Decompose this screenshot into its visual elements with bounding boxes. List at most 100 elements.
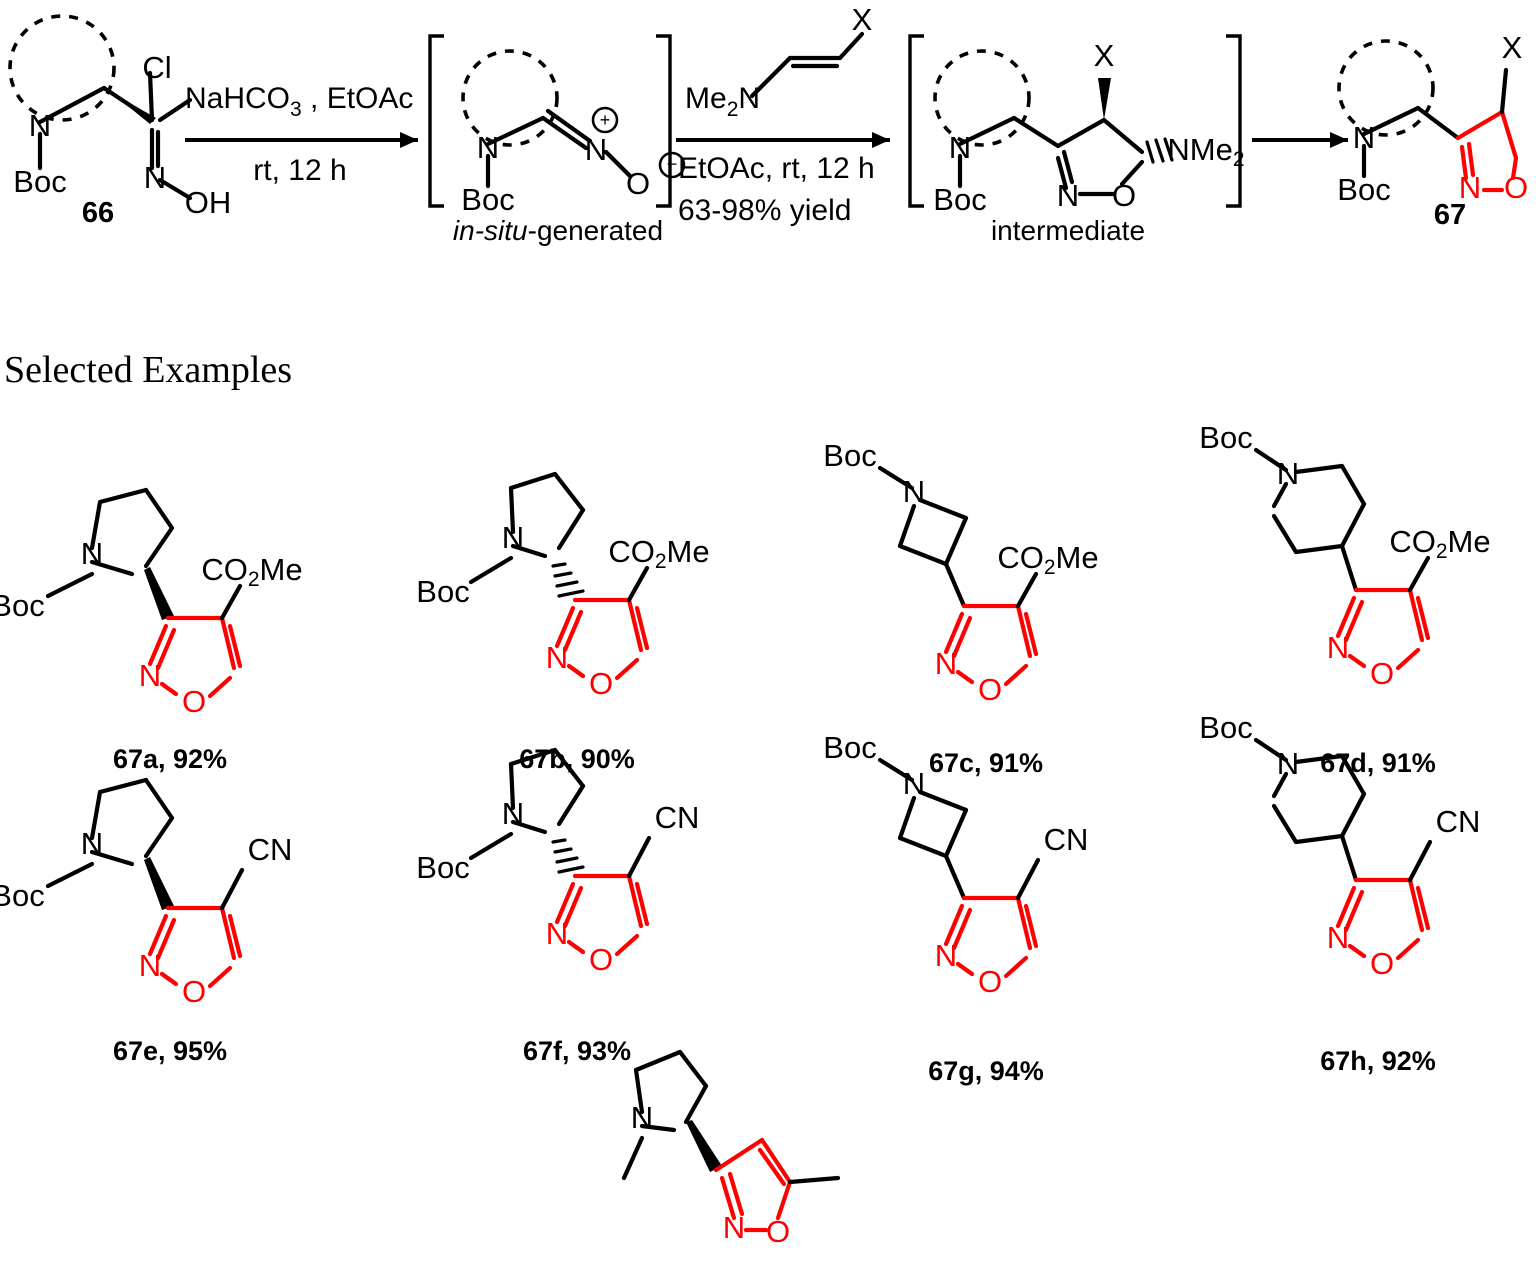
example-label-67i: 67i, 55% bbox=[675, 1268, 782, 1270]
substituent-67g: CN bbox=[1044, 822, 1089, 857]
atom-boc-66: Boc bbox=[13, 164, 66, 199]
atom-x-67: X bbox=[1502, 30, 1523, 65]
atom-oh-66: OH bbox=[185, 185, 232, 220]
atom-boc-67d: Boc bbox=[1199, 420, 1252, 455]
atom-boc-67e: Boc bbox=[0, 878, 45, 913]
atom-o-ring-int2: O bbox=[1112, 178, 1136, 213]
substituent-67a: CO2Me bbox=[201, 552, 302, 590]
atom-n-67b: N bbox=[502, 520, 524, 555]
atom-n-67c: N bbox=[903, 474, 925, 509]
conditions-step1-bottom: rt, 12 h bbox=[253, 154, 346, 187]
isoxazole-67e: N O bbox=[139, 905, 243, 1009]
substituent-67c: CO2Me bbox=[997, 540, 1098, 578]
reaction-scheme: N Boc Cl N OH 66 NaHCO3 , EtOAc rt, 12 h… bbox=[0, 0, 1536, 270]
atom-n-isoxazole-67f: N bbox=[546, 916, 568, 951]
atom-n-int1: N bbox=[477, 130, 499, 165]
reaction-arrow-3 bbox=[1252, 132, 1348, 148]
atom-n-isoxazole-67h: N bbox=[1327, 920, 1349, 955]
piperidine-ring-67h bbox=[1271, 753, 1367, 845]
isoxazole-67i: N O bbox=[713, 1137, 793, 1249]
atom-n-isoxazole-67c: N bbox=[935, 646, 957, 681]
atom-nme2-int2: NMe2 bbox=[1167, 132, 1244, 170]
generic-ring-dashed-4 bbox=[1337, 39, 1435, 137]
atom-boc-67h: Boc bbox=[1199, 710, 1252, 745]
example-label-67f: 67f, 93% bbox=[523, 1036, 631, 1066]
substituent-67b: CO2Me bbox=[608, 534, 709, 572]
atom-x-reagent: X bbox=[852, 2, 873, 37]
substituent-67e: CN bbox=[248, 832, 293, 867]
wedge-stereo-67e bbox=[144, 857, 174, 910]
example-67e: N Boc N O CN 67e, 95% bbox=[0, 777, 293, 1066]
pyrrolidine-ring-67f bbox=[508, 747, 586, 835]
atom-n-int2: N bbox=[949, 130, 971, 165]
atom-boc-67g: Boc bbox=[823, 730, 876, 765]
atom-n-isoxazole-67i: N bbox=[723, 1210, 745, 1245]
caption-intermediate: intermediate bbox=[991, 215, 1145, 246]
atom-n-66: N bbox=[29, 108, 51, 143]
isoxazole-67f: N O bbox=[546, 873, 650, 977]
atom-o-isoxazole-67f: O bbox=[589, 942, 613, 977]
structure-67: N Boc X N O 67 bbox=[1337, 30, 1528, 231]
azetidine-ring-67c bbox=[897, 497, 969, 567]
atom-o-isoxazole-67b: O bbox=[589, 666, 613, 701]
bracket-left-1 bbox=[428, 34, 444, 208]
atom-n-67e: N bbox=[81, 826, 103, 861]
caption-in-situ: in-situ-generated bbox=[453, 215, 663, 246]
substituent-67h: CN bbox=[1436, 804, 1481, 839]
substituent-67d: CO2Me bbox=[1389, 524, 1490, 562]
example-67f: N Boc N O CN 67f, 93% bbox=[416, 747, 699, 1066]
atom-boc-int2: Boc bbox=[933, 182, 986, 217]
charge-minus: − bbox=[667, 154, 678, 174]
structure-intermediate: N Boc X N O NMe2 intermediate bbox=[908, 34, 1245, 246]
pyrrolidine-ring-67i bbox=[633, 1049, 709, 1133]
generic-ring-dashed-3 bbox=[933, 49, 1031, 147]
example-67b: N Boc N O CO2Me 67b, 90% bbox=[416, 471, 710, 774]
atom-n-ring-int2: N bbox=[1057, 178, 1079, 213]
azetidine-ring-67g bbox=[897, 789, 969, 859]
example-67i: N N O 67i, 55% bbox=[621, 1049, 841, 1270]
atom-boc-67: Boc bbox=[1337, 172, 1390, 207]
atom-n-ring-67: N bbox=[1459, 170, 1481, 205]
isoxazole-67b: N O bbox=[546, 597, 650, 701]
example-label-67c: 67c, 91% bbox=[929, 748, 1043, 778]
atom-x-int2: X bbox=[1094, 38, 1115, 73]
hash-stereo-67b bbox=[551, 562, 585, 598]
atom-n-isoxazole-67e: N bbox=[139, 948, 161, 983]
atom-cl-66: Cl bbox=[142, 50, 171, 85]
bracket-left-2 bbox=[908, 34, 924, 208]
atom-n-67: N bbox=[1353, 120, 1375, 155]
atom-boc-67a: Boc bbox=[0, 588, 45, 623]
atom-boc-67b: Boc bbox=[416, 574, 469, 609]
charge-plus: + bbox=[600, 110, 611, 130]
atom-n-isoxazole-67g: N bbox=[935, 938, 957, 973]
atom-n-67d: N bbox=[1277, 456, 1299, 491]
isoxazole-67c: N O bbox=[935, 603, 1039, 707]
example-label-67e: 67e, 95% bbox=[113, 1036, 227, 1066]
pyrrolidine-ring-67e bbox=[89, 777, 175, 867]
isoxazole-67a: N O bbox=[139, 615, 243, 719]
atom-o-nitrile-oxide: O bbox=[626, 166, 650, 201]
label-compound-67: 67 bbox=[1434, 199, 1466, 231]
atom-o-isoxazole-67i: O bbox=[766, 1214, 790, 1249]
conditions-step1-top: NaHCO3 , EtOAc bbox=[185, 82, 413, 121]
atom-boc-67c: Boc bbox=[823, 438, 876, 473]
isoxazole-67d: N O bbox=[1327, 587, 1431, 691]
example-label-67a: 67a, 92% bbox=[113, 744, 227, 774]
structure-in-situ-generated: N Boc N O + − in-situ-generated bbox=[428, 34, 686, 246]
atom-n-oxime-66: N bbox=[144, 160, 166, 195]
atom-o-isoxazole-67g: O bbox=[978, 964, 1002, 999]
isoxazole-67h: N O bbox=[1327, 877, 1431, 981]
label-compound-66: 66 bbox=[82, 197, 114, 229]
yield-range-step2: 63-98% yield bbox=[678, 194, 851, 227]
example-label-67g: 67g, 94% bbox=[928, 1056, 1044, 1086]
charge-circle-minus bbox=[658, 151, 686, 179]
selected-examples-grid: Boc N Boc N O CO2Me 67a, 92% N Boc bbox=[0, 400, 1536, 1270]
atom-n-isoxazole-67d: N bbox=[1327, 630, 1349, 665]
atom-boc-67f: Boc bbox=[416, 850, 469, 885]
wedge-stereo-67a bbox=[144, 567, 174, 620]
reaction-arrow-1: NaHCO3 , EtOAc rt, 12 h bbox=[185, 82, 418, 187]
example-label-67d: 67d, 91% bbox=[1320, 748, 1436, 778]
reaction-arrow-2: X Me2N EtOAc, rt, 12 h 63-98% yield bbox=[676, 2, 890, 227]
bracket-right-2 bbox=[1226, 34, 1242, 208]
atom-n-nitrile-oxide: N bbox=[585, 132, 607, 167]
